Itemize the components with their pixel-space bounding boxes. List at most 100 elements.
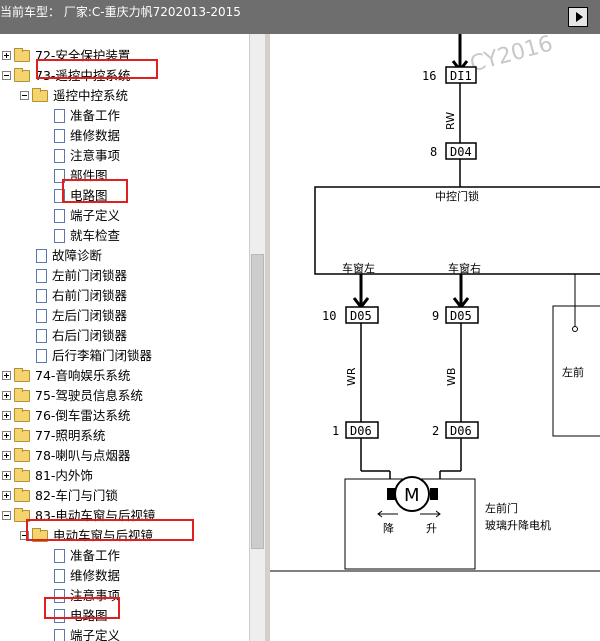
folder-icon	[14, 488, 30, 502]
folder-icon	[14, 48, 30, 62]
scrollbar-thumb[interactable]	[251, 254, 264, 549]
pin-9: 9	[432, 309, 439, 323]
tree-folder-item[interactable]: 77-照明系统	[0, 426, 248, 446]
collapse-icon[interactable]	[2, 71, 11, 80]
module-pin-right: 车窗右	[448, 261, 481, 275]
highlight-box	[26, 519, 194, 541]
tree-folder-item[interactable]: 73-遥控中控系统	[0, 66, 248, 86]
document-icon	[54, 569, 65, 583]
folder-icon	[32, 88, 48, 102]
tree-item-label: 电路图	[70, 608, 108, 623]
highlight-box	[44, 597, 120, 619]
terminal-dot	[572, 326, 578, 332]
tree-folder-item[interactable]: 82-车门与门锁	[0, 486, 248, 506]
circuit-diagram: CY2016 16 DI1 RW 8 D04 中控门锁 车窗左 车窗右 10 D…	[270, 34, 600, 641]
tree-doc-item[interactable]: 注意事项	[0, 586, 248, 606]
tree-item-label: 端子定义	[70, 208, 121, 223]
connector-d04	[445, 142, 477, 160]
connector-code-d05-right: D05	[450, 309, 472, 323]
connector-d06-left	[345, 421, 379, 439]
tree-doc-item[interactable]: 端子定义	[0, 206, 248, 226]
tree-doc-item[interactable]: 左后门闭锁器	[0, 306, 248, 326]
tree-doc-item[interactable]: 右前门闭锁器	[0, 286, 248, 306]
expand-icon[interactable]	[2, 411, 11, 420]
tree-doc-item[interactable]: 就车检查	[0, 226, 248, 246]
tree-doc-item[interactable]: 后行李箱门闭锁器	[0, 346, 248, 366]
expand-icon[interactable]	[2, 391, 11, 400]
collapse-icon[interactable]	[20, 531, 29, 540]
circuit-svg: CY2016 16 DI1 RW 8 D04 中控门锁 车窗左 车窗右 10 D…	[270, 34, 600, 572]
motor-name-line1: 左前门	[485, 501, 518, 515]
wire-label-wb: WB	[445, 368, 458, 386]
folder-icon	[14, 448, 30, 462]
collapse-icon[interactable]	[20, 91, 29, 100]
expand-icon[interactable]	[2, 451, 11, 460]
splitter[interactable]	[265, 34, 270, 641]
tree-doc-item[interactable]: 准备工作	[0, 106, 248, 126]
arrow-left-head	[377, 510, 383, 518]
tree-item-label: 76-倒车雷达系统	[35, 408, 131, 423]
module-label: 中控门锁	[435, 189, 479, 203]
folder-icon	[14, 68, 30, 82]
collapse-icon[interactable]	[2, 511, 11, 520]
tree-doc-item[interactable]: 右后门闭锁器	[0, 326, 248, 346]
pin-2: 2	[432, 424, 439, 438]
expand-icon[interactable]	[2, 471, 11, 480]
tree-item-label: 77-照明系统	[35, 428, 106, 443]
tree-folder-item[interactable]: 75-驾驶员信息系统	[0, 386, 248, 406]
tree-folder-item[interactable]: 78-喇叭与点烟器	[0, 446, 248, 466]
tree-doc-item[interactable]: 电路图	[0, 606, 248, 626]
document-icon	[36, 309, 47, 323]
document-icon	[54, 229, 65, 243]
tree-doc-item[interactable]: 电路图	[0, 186, 248, 206]
pin-8: 8	[430, 145, 437, 159]
tree-folder-item[interactable]: 74-音响娱乐系统	[0, 366, 248, 386]
tree-doc-item[interactable]: 故障诊断	[0, 246, 248, 266]
document-icon	[36, 349, 47, 363]
document-icon	[36, 269, 47, 283]
tree-doc-item[interactable]: 左前门闭锁器	[0, 266, 248, 286]
module-pin-left: 车窗左	[342, 261, 375, 275]
tree-folder-item[interactable]: 遥控中控系统	[0, 86, 248, 106]
pin-16: 16	[422, 69, 436, 83]
folder-icon	[14, 368, 30, 382]
right-box-label: 左前	[562, 365, 584, 379]
tree-item-label: 右前门闭锁器	[52, 288, 128, 303]
tree-item-label: 74-音响娱乐系统	[35, 368, 131, 383]
expand-icon[interactable]	[2, 491, 11, 500]
tree-folder-item[interactable]: 76-倒车雷达系统	[0, 406, 248, 426]
tree-item-label: 左前门闭锁器	[52, 268, 128, 283]
document-icon	[54, 209, 65, 223]
document-icon	[54, 609, 65, 623]
tree-item-label: 端子定义	[70, 628, 121, 641]
wire-label-rw: RW	[444, 112, 457, 130]
tree-folder-item[interactable]: 81-内外饰	[0, 466, 248, 486]
connector-code-d05-left: D05	[350, 309, 372, 323]
module-box	[314, 186, 600, 275]
folder-icon	[14, 428, 30, 442]
tree-doc-item[interactable]: 准备工作	[0, 546, 248, 566]
tree-doc-item[interactable]: 维修数据	[0, 126, 248, 146]
tree-item-label: 81-内外饰	[35, 468, 93, 483]
tree-doc-item[interactable]: 注意事项	[0, 146, 248, 166]
tree-item-label: 注意事项	[70, 148, 121, 163]
motor-symbol: M	[404, 485, 420, 506]
tree-item-label: 右后门闭锁器	[52, 328, 128, 343]
folder-icon	[14, 468, 30, 482]
expand-icon[interactable]	[2, 371, 11, 380]
tree-item-label: 注意事项	[70, 588, 121, 603]
expand-icon[interactable]	[2, 431, 11, 440]
tree-item-label: 后行李箱门闭锁器	[52, 348, 153, 363]
tree-item-label: 73-遥控中控系统	[35, 68, 131, 83]
tree-item-label: 准备工作	[70, 108, 121, 123]
tree-item-label: 75-驾驶员信息系统	[35, 388, 143, 403]
play-icon[interactable]	[568, 7, 588, 27]
tree-doc-item[interactable]: 维修数据	[0, 566, 248, 586]
tree-scrollbar[interactable]	[249, 34, 266, 641]
expand-icon[interactable]	[2, 51, 11, 60]
tree-doc-item[interactable]: 端子定义	[0, 626, 248, 641]
document-icon	[36, 249, 47, 263]
motor-name-line2: 玻璃升降电机	[485, 518, 551, 532]
tree-item-label: 故障诊断	[52, 248, 103, 263]
